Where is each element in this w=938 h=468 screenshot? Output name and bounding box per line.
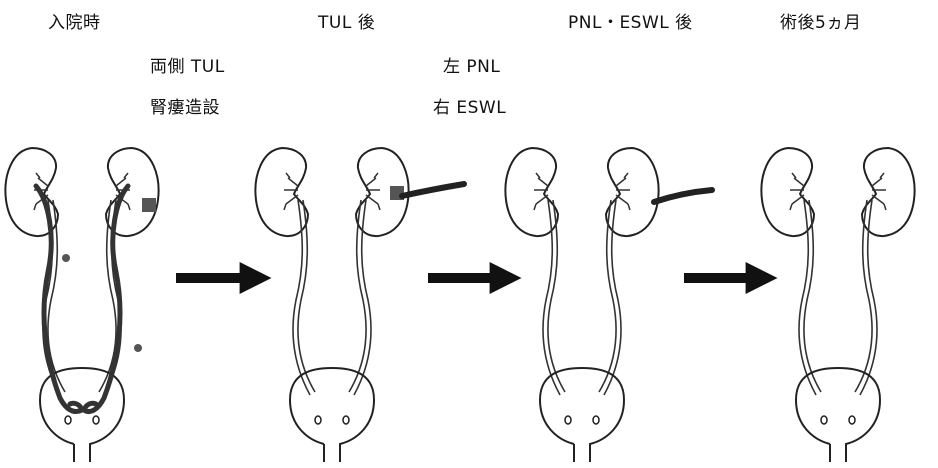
panel-admission bbox=[5, 148, 158, 462]
nephrostomy-tube bbox=[654, 190, 712, 202]
panel-postop-5-months bbox=[761, 148, 914, 462]
stone-left-kidney bbox=[142, 198, 156, 212]
stone-right-ureter bbox=[62, 254, 70, 262]
panel-after-pnl-eswl bbox=[505, 148, 712, 462]
stone-left-ureter bbox=[134, 344, 142, 352]
nephrostomy-tube bbox=[402, 184, 464, 196]
panel-after-tul bbox=[255, 148, 464, 462]
